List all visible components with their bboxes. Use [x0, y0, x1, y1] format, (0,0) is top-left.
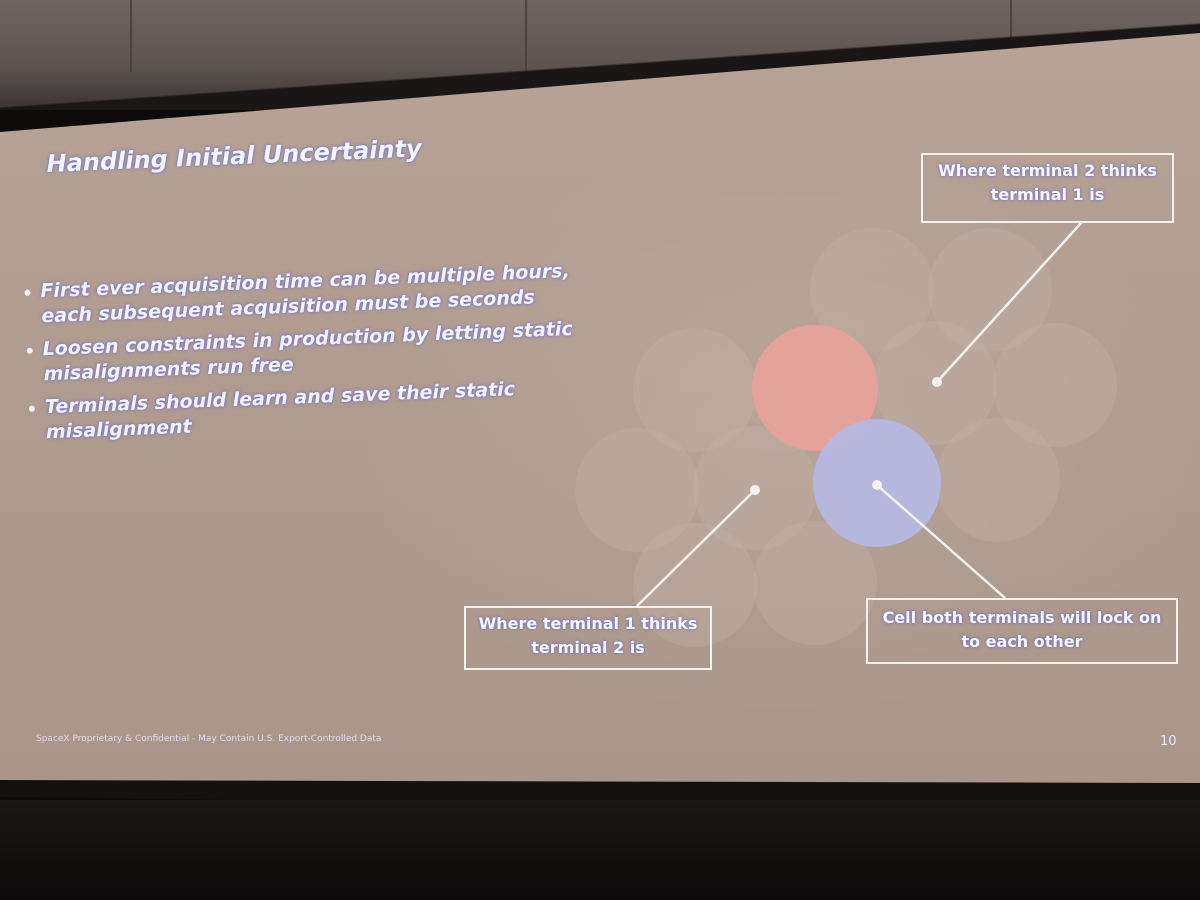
grid-cell [753, 521, 877, 645]
callout-terminal2-view: Where terminal 2 thinks terminal 1 is [921, 153, 1174, 223]
callout-text: Where terminal 1 thinks terminal 2 is [478, 614, 698, 657]
callout-text: Cell both terminals will lock on to each… [882, 608, 1162, 651]
callout-lock-cell: Cell both terminals will lock on to each… [866, 598, 1178, 664]
grid-cell [575, 428, 699, 552]
callout-text: Where terminal 2 thinks terminal 1 is [938, 161, 1157, 204]
grid-cell [633, 328, 757, 452]
grid-cell [810, 228, 934, 352]
marker-dot [932, 377, 942, 387]
grid-cell [993, 323, 1117, 447]
grid-cell [928, 228, 1052, 352]
leader-line-lock-cell [876, 484, 1006, 599]
leader-lines [636, 221, 1083, 607]
marker-dot [872, 480, 882, 490]
page-number: 10 [1160, 734, 1177, 749]
slide-footer: SpaceX Proprietary & Confidential - May … [36, 734, 382, 744]
terminal1-cell [752, 325, 878, 451]
marker-dots [750, 377, 942, 495]
grid-cell [633, 523, 757, 647]
leader-line-terminal1-view [636, 489, 756, 607]
grid-cell [936, 418, 1060, 542]
leader-line-terminal2-view [936, 221, 1083, 383]
stage-bottom [0, 800, 1200, 900]
marker-dot [750, 485, 760, 495]
callout-terminal1-view: Where terminal 1 thinks terminal 2 is [464, 606, 712, 670]
background-cell-grid [575, 228, 1117, 647]
